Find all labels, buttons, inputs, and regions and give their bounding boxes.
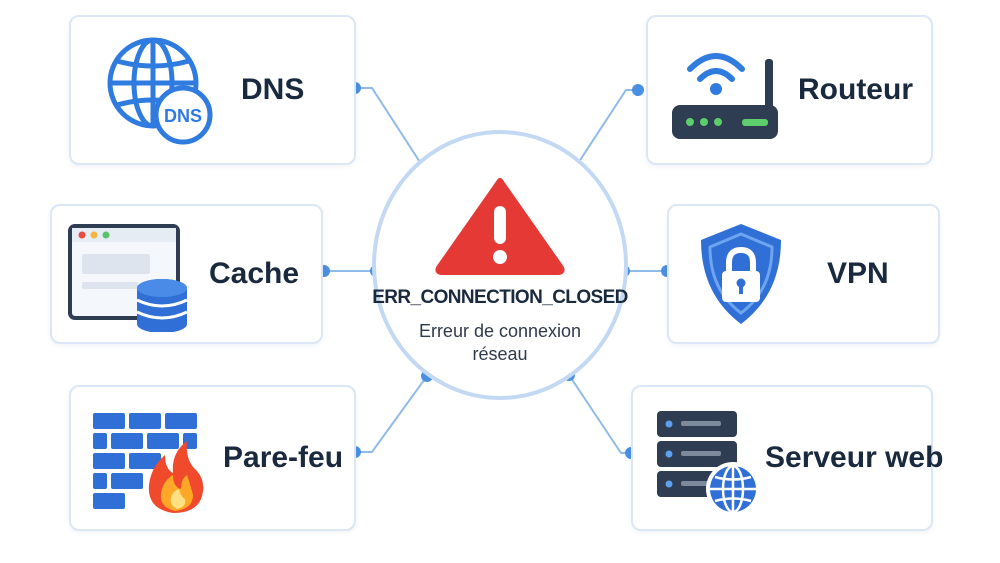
- warning-triangle-icon: [435, 178, 565, 275]
- brick-wall-fire-icon: [93, 413, 204, 513]
- node-card-dns: DNS DNS: [69, 15, 356, 165]
- node-card-serveur-web: Serveur web: [631, 385, 943, 531]
- node-label-pare-feu: Pare-feu: [223, 441, 344, 474]
- error-description: Erreur de connexion réseau: [418, 321, 582, 364]
- node-card-pare-feu: Pare-feu: [69, 385, 356, 531]
- browser-cache-database-icon: [68, 224, 188, 332]
- error-code: ERR_CONNECTION_CLOSED: [372, 287, 628, 308]
- node-label-cache: Cache: [209, 257, 300, 290]
- server-globe-icon: [657, 411, 760, 516]
- node-label-vpn: VPN: [827, 257, 889, 290]
- node-label-routeur: Routeur: [798, 73, 913, 106]
- shield-lock-icon: [701, 224, 781, 324]
- node-card-vpn: VPN: [667, 204, 940, 344]
- svg-text:DNS: DNS: [164, 106, 202, 126]
- node-card-cache: Cache: [50, 204, 323, 344]
- wifi-router-icon: [672, 53, 778, 139]
- dns-globe-icon: DNS: [107, 37, 213, 145]
- node-label-dns: DNS: [241, 73, 305, 106]
- node-card-routeur: Routeur: [646, 15, 933, 165]
- node-label-serveur-web: Serveur web: [765, 441, 944, 474]
